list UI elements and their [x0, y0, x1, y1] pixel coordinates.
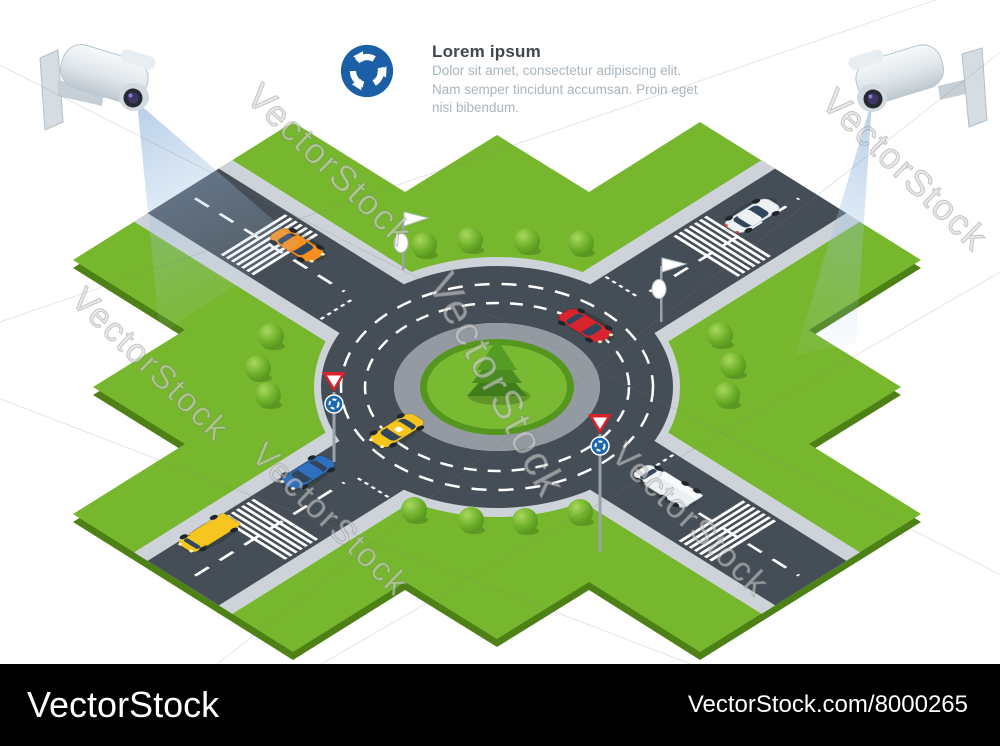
- cctv-camera-right: [848, 44, 988, 128]
- cctv-camera-left: [39, 44, 156, 131]
- crosswalk-se: [678, 500, 777, 562]
- yellow-taxi: [368, 413, 425, 449]
- pine-tree: [467, 339, 530, 405]
- white-sedan: [724, 197, 780, 234]
- image-reference-url: VectorStock.com/8000265: [687, 691, 968, 718]
- roundabout-sign-bottom: [588, 414, 612, 552]
- yellow-delivery-van: [178, 513, 241, 553]
- vehicles: [178, 197, 780, 553]
- pennant-sign-top: [393, 211, 430, 270]
- pennant-sign-right: [651, 257, 688, 322]
- body-line: Nam semper tincidunt accumsan. Proin ege…: [432, 81, 698, 97]
- roundabout-sign-icon: [340, 44, 394, 98]
- camera-beam-left: [137, 102, 300, 335]
- white-box-truck: [633, 465, 704, 508]
- body-line: nisi bibendum.: [432, 100, 520, 115]
- red-sedan: [557, 308, 614, 344]
- roundabout-sign-left: [322, 372, 346, 462]
- crosswalk-ne: [673, 215, 772, 277]
- ring-lane-dash: [363, 301, 631, 473]
- camera-beam-right: [795, 101, 872, 355]
- title: Lorem ipsum: [432, 42, 541, 61]
- ring-outer-dash: [339, 282, 655, 492]
- blue-sedan: [279, 455, 336, 491]
- body-line: Dolor sit amet, consectetur adipiscing e…: [432, 63, 682, 78]
- watermark-bar: VectorStock VectorStock.com/8000265: [0, 664, 1000, 746]
- vectorstock-logo-text: VectorStock: [27, 684, 220, 725]
- header: Lorem ipsum Dolor sit amet, consectetur …: [338, 42, 698, 118]
